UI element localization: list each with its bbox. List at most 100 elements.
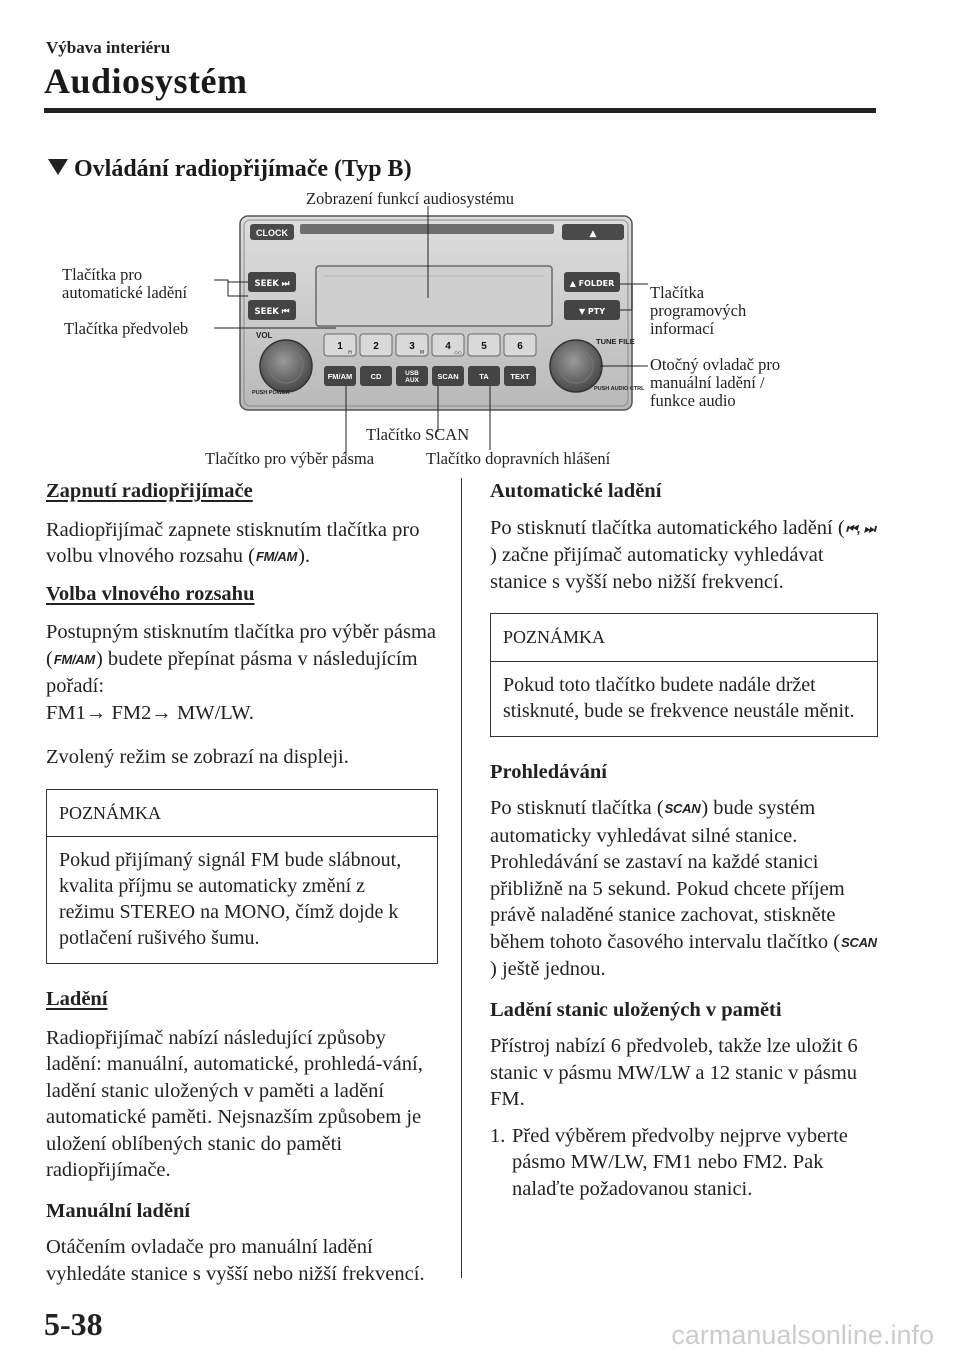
pty-button[interactable] [564, 300, 620, 320]
seek-down-label: SEEK ⏮ [255, 307, 290, 317]
volume-knob[interactable] [259, 339, 313, 393]
preset-label: 3 [409, 341, 415, 352]
tune-file-label: TUNE FILE [596, 337, 635, 346]
folder-button[interactable] [564, 272, 620, 292]
seek-down-button[interactable] [248, 300, 296, 320]
para-radio-on: Radiopřijímač zapnete stisknutím tlačítk… [46, 517, 438, 571]
preset-button-2[interactable] [359, 333, 393, 357]
preset-mark: ◇◇ [454, 350, 462, 356]
clock-button[interactable] [250, 224, 294, 240]
page-number: 5-38 [44, 1306, 103, 1342]
callout-tune-line2: manuální ladění / [650, 373, 765, 392]
callout-display: Zobrazení funkcí audiosystému [306, 189, 515, 208]
column-divider [461, 478, 462, 1278]
left-column: Zapnutí radiopřijímače Radiopřijímač zap… [46, 478, 438, 1297]
preset-label: 2 [373, 341, 379, 352]
radio-panel-illustration: CLOCK ▲ SEEK ⏭ SEEK ⏮ ▲ FOLDER ▼ PTY VOL… [214, 206, 648, 456]
heading-auto-tuning: Automatické ladění [490, 480, 662, 502]
right-column: Automatické ladění Po stisknutí tlačítka… [490, 478, 878, 1202]
preset-mark: M [420, 350, 424, 356]
para-band-text-b: ) budete přepínat pásma v následujícím p… [46, 647, 418, 698]
cd-slot [300, 224, 554, 234]
function-button-ta[interactable] [468, 366, 500, 386]
function-button-usb-aux[interactable] [396, 366, 428, 386]
watermark: carmanualsonline.info [671, 1320, 934, 1350]
heading-memory-tuning: Ladění stanic uložených v paměti [490, 998, 782, 1021]
para-manual-tuning: Otáčením ovladače pro manuální ladění vy… [46, 1236, 425, 1285]
note-box-hold: POZNÁMKA Pokud toto tlačítko budete nadá… [490, 613, 878, 737]
function-label: AUX [405, 377, 419, 384]
preset-button-1[interactable] [323, 333, 357, 357]
para-auto-tuning: Po stisknutí tlačítka automatického ladě… [490, 515, 878, 596]
eject-button[interactable] [562, 224, 624, 240]
preset-label: 6 [517, 341, 523, 352]
callout-tune-line1: Otočný ovladač pro [650, 355, 781, 374]
para-auto-text-b: ) začne přijímač automaticky vyhledávat … [490, 544, 824, 593]
note-title: POZNÁMKA [491, 614, 877, 662]
page-title: Audiosystém [44, 61, 248, 101]
callout-ta: Tlačítko dopravních hlášení [426, 449, 611, 468]
preset-mark: H [348, 350, 352, 356]
callout-pty-line2: programových [650, 301, 747, 320]
heading-scan: Prohledávání [490, 760, 607, 783]
seek-up-button[interactable] [248, 272, 296, 292]
callout-preset: Tlačítka předvoleb [64, 319, 189, 338]
function-label: TA [479, 372, 489, 381]
note-text: Pokud přijímaný signál FM bude slábnout,… [59, 849, 402, 949]
para-scan-text-a: Po stisknutí tlačítka ( [490, 797, 664, 819]
function-label: USB [405, 370, 419, 377]
scan-icon: SCAN [664, 801, 701, 816]
header-section: Výbava interiéru [46, 38, 171, 57]
list-text: Před výběrem předvolby nejprve vyberte p… [512, 1124, 848, 1200]
heading-radio-on: Zapnutí radiopřijímače [46, 480, 253, 502]
push-audio-label: PUSH AUDIO CTRL [594, 386, 645, 392]
para-display-mode: Zvolený režim se zobrazí na displeji. [46, 746, 349, 768]
note-text: Pokud toto tlačítko budete nadále držet … [503, 673, 855, 722]
list-number: 1. [490, 1124, 506, 1147]
para-scan-text-b: ) bude systém automaticky vyhledávat sil… [490, 797, 845, 953]
preset-button-6[interactable] [503, 333, 537, 357]
function-button-text[interactable] [504, 366, 536, 386]
clock-label: CLOCK [256, 228, 288, 238]
callout-seek-line2: automatické ladění [62, 283, 188, 302]
function-button-fm-am[interactable] [324, 366, 356, 386]
preset-button-3[interactable] [395, 333, 429, 357]
eject-icon: ▲ [590, 229, 597, 239]
preset-button-5[interactable] [467, 333, 501, 357]
para-scan-text-c: ) ještě jednou. [490, 958, 606, 980]
preset-label: 1 [337, 341, 343, 352]
callout-scan: Tlačítko SCAN [366, 425, 470, 444]
para-radio-on-text-a: Radiopřijímač zapnete stisknutím tlačítk… [46, 518, 420, 568]
pty-label: ▼ PTY [579, 307, 605, 316]
tune-knob[interactable] [549, 339, 603, 393]
function-button-scan[interactable] [432, 366, 464, 386]
preset-label: 4 [445, 341, 451, 352]
heading-tuning: Ladění [46, 988, 108, 1010]
fm-am-icon: FM/AM [53, 651, 95, 667]
folder-label: ▲ FOLDER [570, 279, 615, 288]
preset-button-4[interactable] [431, 333, 465, 357]
function-button-cd[interactable] [360, 366, 392, 386]
display-screen [315, 265, 553, 327]
fm-am-icon: FM/AM [255, 549, 298, 564]
callout-seek-line1: Tlačítka pro [62, 265, 143, 284]
callout-pty-line1: Tlačítka [650, 283, 705, 302]
band-sequence: FM1→ FM2→ MW/LW. [46, 701, 254, 724]
function-label: SCAN [437, 372, 458, 381]
radio-figure: CLOCK ▲ SEEK ⏭ SEEK ⏮ ▲ FOLDER ▼ PTY VOL… [0, 180, 960, 480]
leader-lines [214, 206, 648, 456]
note-title: POZNÁMKA [47, 790, 437, 837]
seek-icons: ⏮, ⏭ [845, 520, 876, 536]
callout-tune-line3: funkce audio [650, 391, 736, 410]
para-memory-tuning: Přístroj nabízí 6 předvoleb, takže lze u… [490, 1035, 858, 1110]
push-power-label: PUSH POWER [252, 390, 290, 396]
para-auto-text-a: Po stisknutí tlačítka automatického ladě… [490, 516, 845, 539]
function-label: CD [371, 372, 382, 381]
triangle-down-icon [48, 159, 68, 175]
section-title-text: Ovládání radiopřijímače (Typ B) [74, 156, 412, 182]
